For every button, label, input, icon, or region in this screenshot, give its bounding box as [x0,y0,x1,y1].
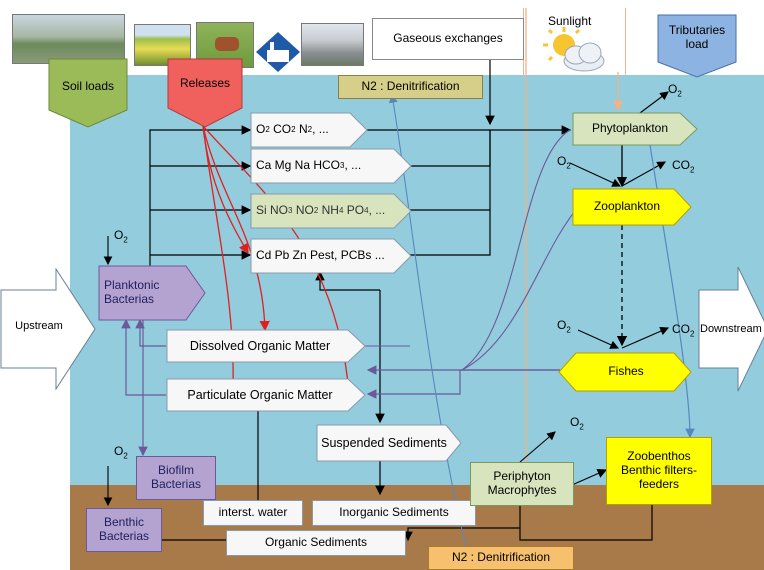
releases-shape [167,58,243,128]
nh4-text: NH [321,203,339,218]
co2-text: CO [273,122,292,137]
interst-water-box: interst. water [203,500,303,526]
biofilm-bacterias-label: Biofilm Bacterias [150,463,202,491]
hco3-sub: 3 [340,161,345,171]
n2-denitrification-bottom-label: N2 : Denitrification [451,550,551,565]
n2-text: N [298,122,308,137]
o2-text: O [256,122,266,137]
ions-rest-text: , ... [344,158,362,173]
biofilm-bacterias-box: Biofilm Bacterias [136,456,216,500]
pollutants-text: Cd Pb Zn Pest, PCBs ... [256,248,385,263]
zoobenthos-label: Zoobenthos Benthic filters-feeders [620,449,698,491]
downstream-arrow [698,266,764,392]
phytoplankton-label: Phytoplankton [591,121,669,136]
benthic-bacterias-label: Benthic Bacterias [98,515,150,543]
fishes-label: Fishes [608,364,644,379]
organic-sediments-box: Organic Sediments [226,530,406,556]
dissolved-om-label: Dissolved Organic Matter [189,338,331,353]
zooplankton-label: Zooplankton [593,199,661,214]
soil-loads-shape [48,58,128,128]
tributaries-load-shape [657,14,737,78]
dissolved-om-shape [166,329,366,363]
gases-rest-text: , ... [312,122,329,137]
pollutants-box-shape [250,238,412,274]
o2-label-fish-in: O2 [557,318,571,335]
co2-sub: 2 [291,125,296,135]
gaseous-exchanges-label: Gaseous exchanges [393,31,503,46]
soil-loads-label: Soil loads [61,79,115,94]
ions-box-shape [250,148,412,184]
no3-sub: 3 [288,206,293,216]
nutrients-rest-text: , ... [368,203,386,218]
inorganic-sediments-box: Inorganic Sediments [312,500,476,526]
ions-text: Ca Mg Na HCO [256,158,341,173]
inorganic-sediments-label: Inorganic Sediments [339,505,449,520]
phytoplankton-shape [572,112,698,146]
suspended-sediments-shape [316,424,462,462]
n2-denitrification-top-label: N2 : Denitrification [361,79,460,94]
planktonic-bacterias-shape [98,265,206,321]
upstream-arrow [0,268,96,390]
periphyton-box: Periphyton Macrophytes [470,462,574,506]
upstream-label: Upstream [15,319,63,332]
co2-label-zoo-out: CO2 [672,158,695,175]
o2-label-plankbact: O2 [114,228,128,245]
co2-label-fish-out: CO2 [672,322,695,339]
n2-denitrification-bottom: N2 : Denitrification [428,546,574,570]
downstream-label: Downstream [700,322,762,335]
po4-text: PO [346,203,365,218]
benthic-bacterias-box: Benthic Bacterias [86,508,162,552]
no2-sub: 2 [313,206,319,216]
planktonic-bacterias-label: Planktonic Bacterias [104,278,160,306]
o2-label-periphyton: O2 [570,415,584,432]
nutrients-box-shape [250,193,412,229]
gaseous-exchanges-box: Gaseous exchanges [372,18,524,60]
o2-label-zoo-in: O2 [557,154,571,171]
o2-label-benthic: O2 [114,444,128,461]
sun-cloud-icon [543,27,605,72]
po4-sub: 4 [364,206,369,216]
releases-label: Releases [179,76,231,91]
zoobenthos-box: Zoobenthos Benthic filters-feeders [606,437,712,505]
gases-box-shape [250,112,368,148]
interst-water-label: interst. water [218,505,288,520]
fishes-shape [558,352,692,392]
si-no3-text: Si NO [256,203,289,218]
o2-label-phyto: O2 [668,82,682,99]
industry-icon [256,32,300,72]
pollutants-box: Cd Pb Zn Pest, PCBs ... [256,238,401,274]
zooplankton-shape [572,188,692,226]
tributaries-load-label: Tributaries load [668,23,726,51]
no2-text: NO [295,203,314,218]
particulate-om-shape [166,378,366,412]
nh4-sub: 4 [338,206,344,216]
city-photo [301,23,364,66]
n2-sub: 2 [307,125,313,135]
organic-sediments-label: Organic Sediments [264,535,368,550]
sunlight-label: Sunlight [548,14,592,28]
suspended-sediments-label: Suspended Sediments [321,435,447,450]
o2-sub: 2 [265,125,270,135]
n2-denitrification-top: N2 : Denitrification [338,75,483,99]
periphyton-label: Periphyton Macrophytes [487,469,557,497]
particulate-om-label: Particulate Organic Matter [187,387,333,402]
